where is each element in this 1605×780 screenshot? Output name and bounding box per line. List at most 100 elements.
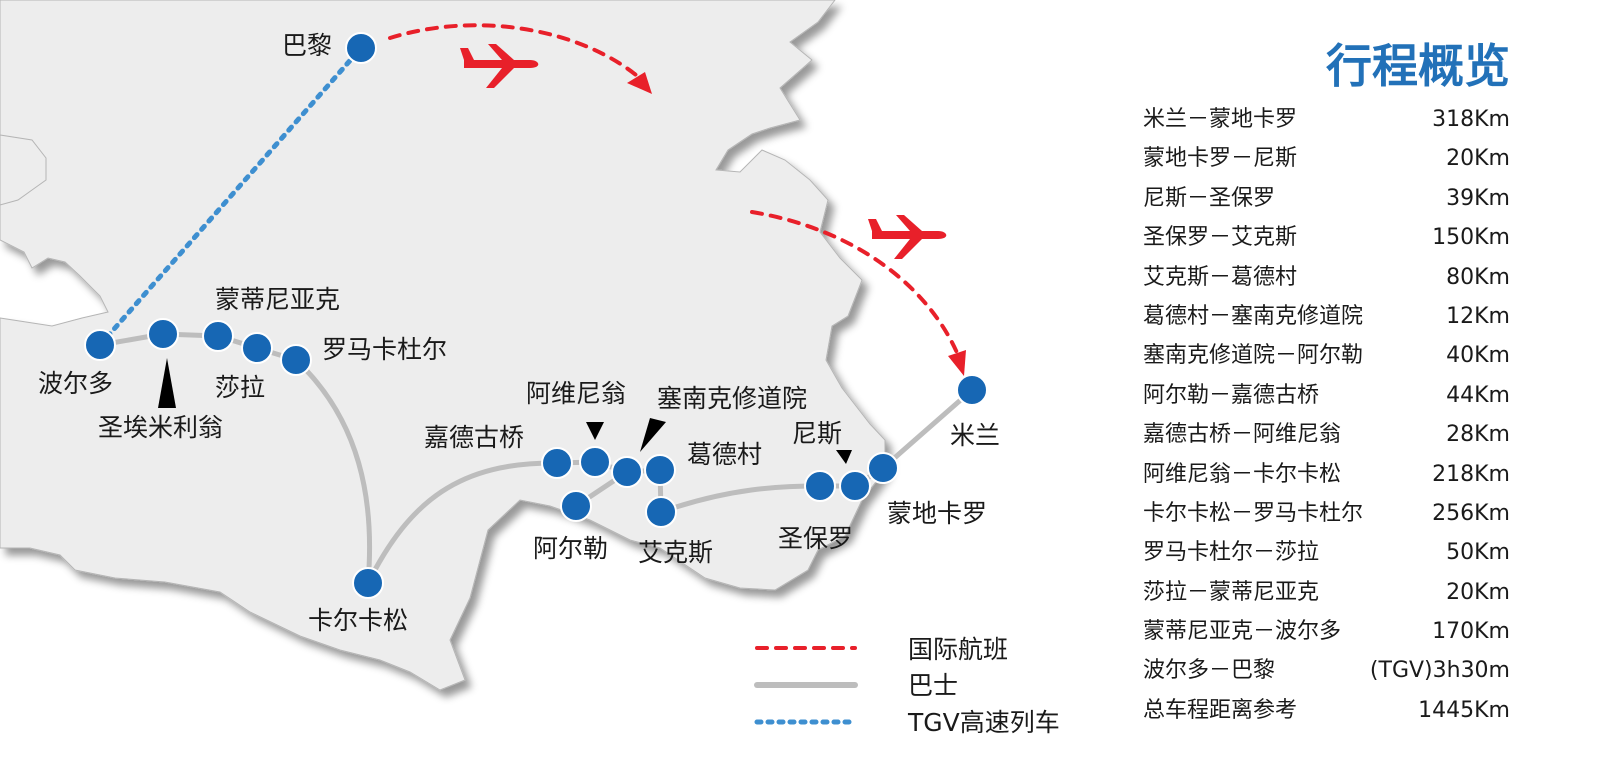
leg-row: 米兰－蒙地卡罗 318Km bbox=[1140, 100, 1535, 139]
leg-name: 罗马卡杜尔－莎拉 bbox=[1143, 540, 1320, 566]
city-dot-saint-paul[interactable] bbox=[804, 470, 836, 502]
legend: 国际航班 巴士 TGV高速列车 bbox=[754, 635, 1060, 737]
city-dot-saint-emilion[interactable] bbox=[147, 318, 179, 350]
leg-row: 塞南克修道院－阿尔勒 40Km bbox=[1140, 336, 1535, 375]
city-label-saint-paul: 圣保罗 bbox=[778, 524, 853, 553]
leg-distance: 39Km bbox=[1446, 185, 1510, 211]
city-label-montignac: 蒙蒂尼亚克 bbox=[215, 285, 340, 314]
leg-name: 圣保罗－艾克斯 bbox=[1143, 225, 1298, 251]
city-dot-arles[interactable] bbox=[560, 490, 592, 522]
pointer-nice bbox=[836, 450, 852, 464]
leg-distance: 40Km bbox=[1446, 343, 1510, 369]
leg-distance: 28Km bbox=[1446, 422, 1510, 448]
leg-distance: 20Km bbox=[1446, 146, 1510, 172]
city-dot-aix[interactable] bbox=[645, 496, 677, 528]
leg-name: 总车程距离参考 bbox=[1143, 697, 1298, 723]
city-label-arles: 阿尔勒 bbox=[533, 534, 608, 563]
leg-name: 卡尔卡松－罗马卡杜尔 bbox=[1143, 500, 1364, 526]
city-label-avignon: 阿维尼翁 bbox=[526, 379, 626, 408]
leg-row: 嘉德古桥－阿维尼翁 28Km bbox=[1140, 415, 1535, 454]
leg-distance: 50Km bbox=[1446, 540, 1510, 566]
leg-name: 艾克斯－葛德村 bbox=[1143, 264, 1298, 290]
city-dot-carcassonne[interactable] bbox=[352, 567, 384, 599]
city-dot-paris[interactable] bbox=[345, 32, 377, 64]
pointer-saint-emilion bbox=[158, 358, 176, 408]
city-label-rocamadour: 罗马卡杜尔 bbox=[322, 335, 447, 364]
flight-route-milan bbox=[750, 210, 960, 357]
leg-distance: 318Km bbox=[1432, 107, 1510, 132]
leg-name: 蒙蒂尼亚克－波尔多 bbox=[1143, 619, 1342, 645]
city-label-senanque: 塞南克修道院 bbox=[657, 384, 807, 413]
leg-name: 嘉德古桥－阿维尼翁 bbox=[1143, 422, 1342, 448]
leg-name: 阿尔勒－嘉德古桥 bbox=[1143, 382, 1320, 408]
leg-distance: 1445Km bbox=[1418, 697, 1510, 723]
city-dot-milan[interactable] bbox=[956, 374, 988, 406]
city-dot-monaco[interactable] bbox=[867, 452, 899, 484]
leg-row: 尼斯－圣保罗 39Km bbox=[1140, 179, 1535, 218]
city-label-carcassonne: 卡尔卡松 bbox=[308, 606, 408, 635]
flight-arrowhead-paris bbox=[627, 72, 652, 94]
city-dot-senanque[interactable] bbox=[611, 456, 643, 488]
legend-flight-label: 国际航班 bbox=[908, 635, 1008, 664]
city-label-saint-emilion: 圣埃米利翁 bbox=[98, 413, 223, 442]
itinerary-panel: 行程概览 米兰－蒙地卡罗 318Km 蒙地卡罗－尼斯 20Km 尼斯－圣保罗 39Km 圣保… bbox=[1140, 30, 1535, 730]
airplane-icon bbox=[868, 215, 947, 259]
leg-distance: 256Km bbox=[1432, 500, 1510, 526]
city-label-milan: 米兰 bbox=[950, 421, 1000, 450]
overview-title: 行程概览 bbox=[1326, 39, 1510, 93]
city-dot-pont-du-gard[interactable] bbox=[541, 447, 573, 479]
city-label-gordes: 葛德村 bbox=[687, 440, 762, 469]
leg-row: 波尔多－巴黎 (TGV)3h30m bbox=[1140, 651, 1535, 690]
pointer-senanque bbox=[640, 418, 666, 452]
leg-distance: 170Km bbox=[1432, 619, 1510, 645]
leg-name: 葛德村－塞南克修道院 bbox=[1143, 303, 1364, 329]
leg-name: 波尔多－巴黎 bbox=[1143, 658, 1276, 684]
city-dot-bordeaux[interactable] bbox=[84, 329, 116, 361]
leg-row: 蒙蒂尼亚克－波尔多 170Km bbox=[1140, 612, 1535, 651]
flight-route-paris bbox=[388, 23, 644, 82]
city-label-nice: 尼斯 bbox=[792, 419, 842, 448]
city-dot-nice[interactable] bbox=[839, 470, 871, 502]
leg-row: 罗马卡杜尔－莎拉 50Km bbox=[1140, 533, 1535, 572]
leg-row: 莎拉－蒙蒂尼亚克 20Km bbox=[1140, 573, 1535, 612]
leg-row: 蒙地卡罗－尼斯 20Km bbox=[1140, 139, 1535, 178]
leg-name: 米兰－蒙地卡罗 bbox=[1143, 107, 1298, 132]
leg-name: 塞南克修道院－阿尔勒 bbox=[1143, 343, 1364, 369]
city-dot-avignon[interactable] bbox=[579, 446, 611, 478]
leg-name: 尼斯－圣保罗 bbox=[1143, 185, 1276, 211]
leg-row: 艾克斯－葛德村 80Km bbox=[1140, 258, 1535, 297]
city-dot-montignac[interactable] bbox=[202, 320, 234, 352]
leg-list: 米兰－蒙地卡罗 318Km 蒙地卡罗－尼斯 20Km 尼斯－圣保罗 39Km 圣保罗－艾克斯… bbox=[1140, 100, 1535, 730]
city-label-pont-du-gard: 嘉德古桥 bbox=[424, 423, 524, 452]
leg-distance: 20Km bbox=[1446, 579, 1510, 605]
leg-row: 阿尔勒－嘉德古桥 44Km bbox=[1140, 376, 1535, 415]
city-label-bordeaux: 波尔多 bbox=[38, 369, 113, 398]
city-label-monaco: 蒙地卡罗 bbox=[887, 499, 987, 528]
city-dot-rocamadour[interactable] bbox=[280, 344, 312, 376]
bus-route-pont-avignon bbox=[554, 459, 663, 475]
legend-tgv-label: TGV高速列车 bbox=[907, 708, 1060, 737]
leg-distance: 44Km bbox=[1446, 382, 1510, 408]
leg-row: 圣保罗－艾克斯 150Km bbox=[1140, 218, 1535, 257]
leg-distance: 80Km bbox=[1446, 264, 1510, 290]
pointer-avignon bbox=[586, 422, 604, 440]
leg-row: 卡尔卡松－罗马卡杜尔 256Km bbox=[1140, 494, 1535, 533]
leg-distance: 150Km bbox=[1432, 225, 1510, 251]
airplane-icon bbox=[460, 44, 539, 88]
bus-route-rocamadour-carcassonne bbox=[293, 357, 373, 586]
leg-distance: 12Km bbox=[1446, 303, 1510, 329]
leg-name: 莎拉－蒙蒂尼亚克 bbox=[1143, 579, 1320, 605]
bus-route-carcassonne-pont bbox=[365, 460, 560, 586]
city-label-sarlat: 莎拉 bbox=[215, 373, 265, 402]
leg-distance: 218Km bbox=[1432, 461, 1510, 487]
flight-arrowhead-milan bbox=[948, 350, 966, 376]
tgv-route-bordeaux-paris bbox=[97, 45, 364, 348]
leg-name: 蒙地卡罗－尼斯 bbox=[1143, 146, 1298, 172]
leg-row: 阿维尼翁－卡尔卡松 218Km bbox=[1140, 455, 1535, 494]
city-dot-sarlat[interactable] bbox=[241, 332, 273, 364]
leg-name: 阿维尼翁－卡尔卡松 bbox=[1143, 461, 1342, 487]
legend-bus-label: 巴士 bbox=[908, 671, 958, 700]
leg-distance: (TGV)3h30m bbox=[1369, 658, 1510, 684]
city-dot-gordes[interactable] bbox=[644, 454, 676, 486]
